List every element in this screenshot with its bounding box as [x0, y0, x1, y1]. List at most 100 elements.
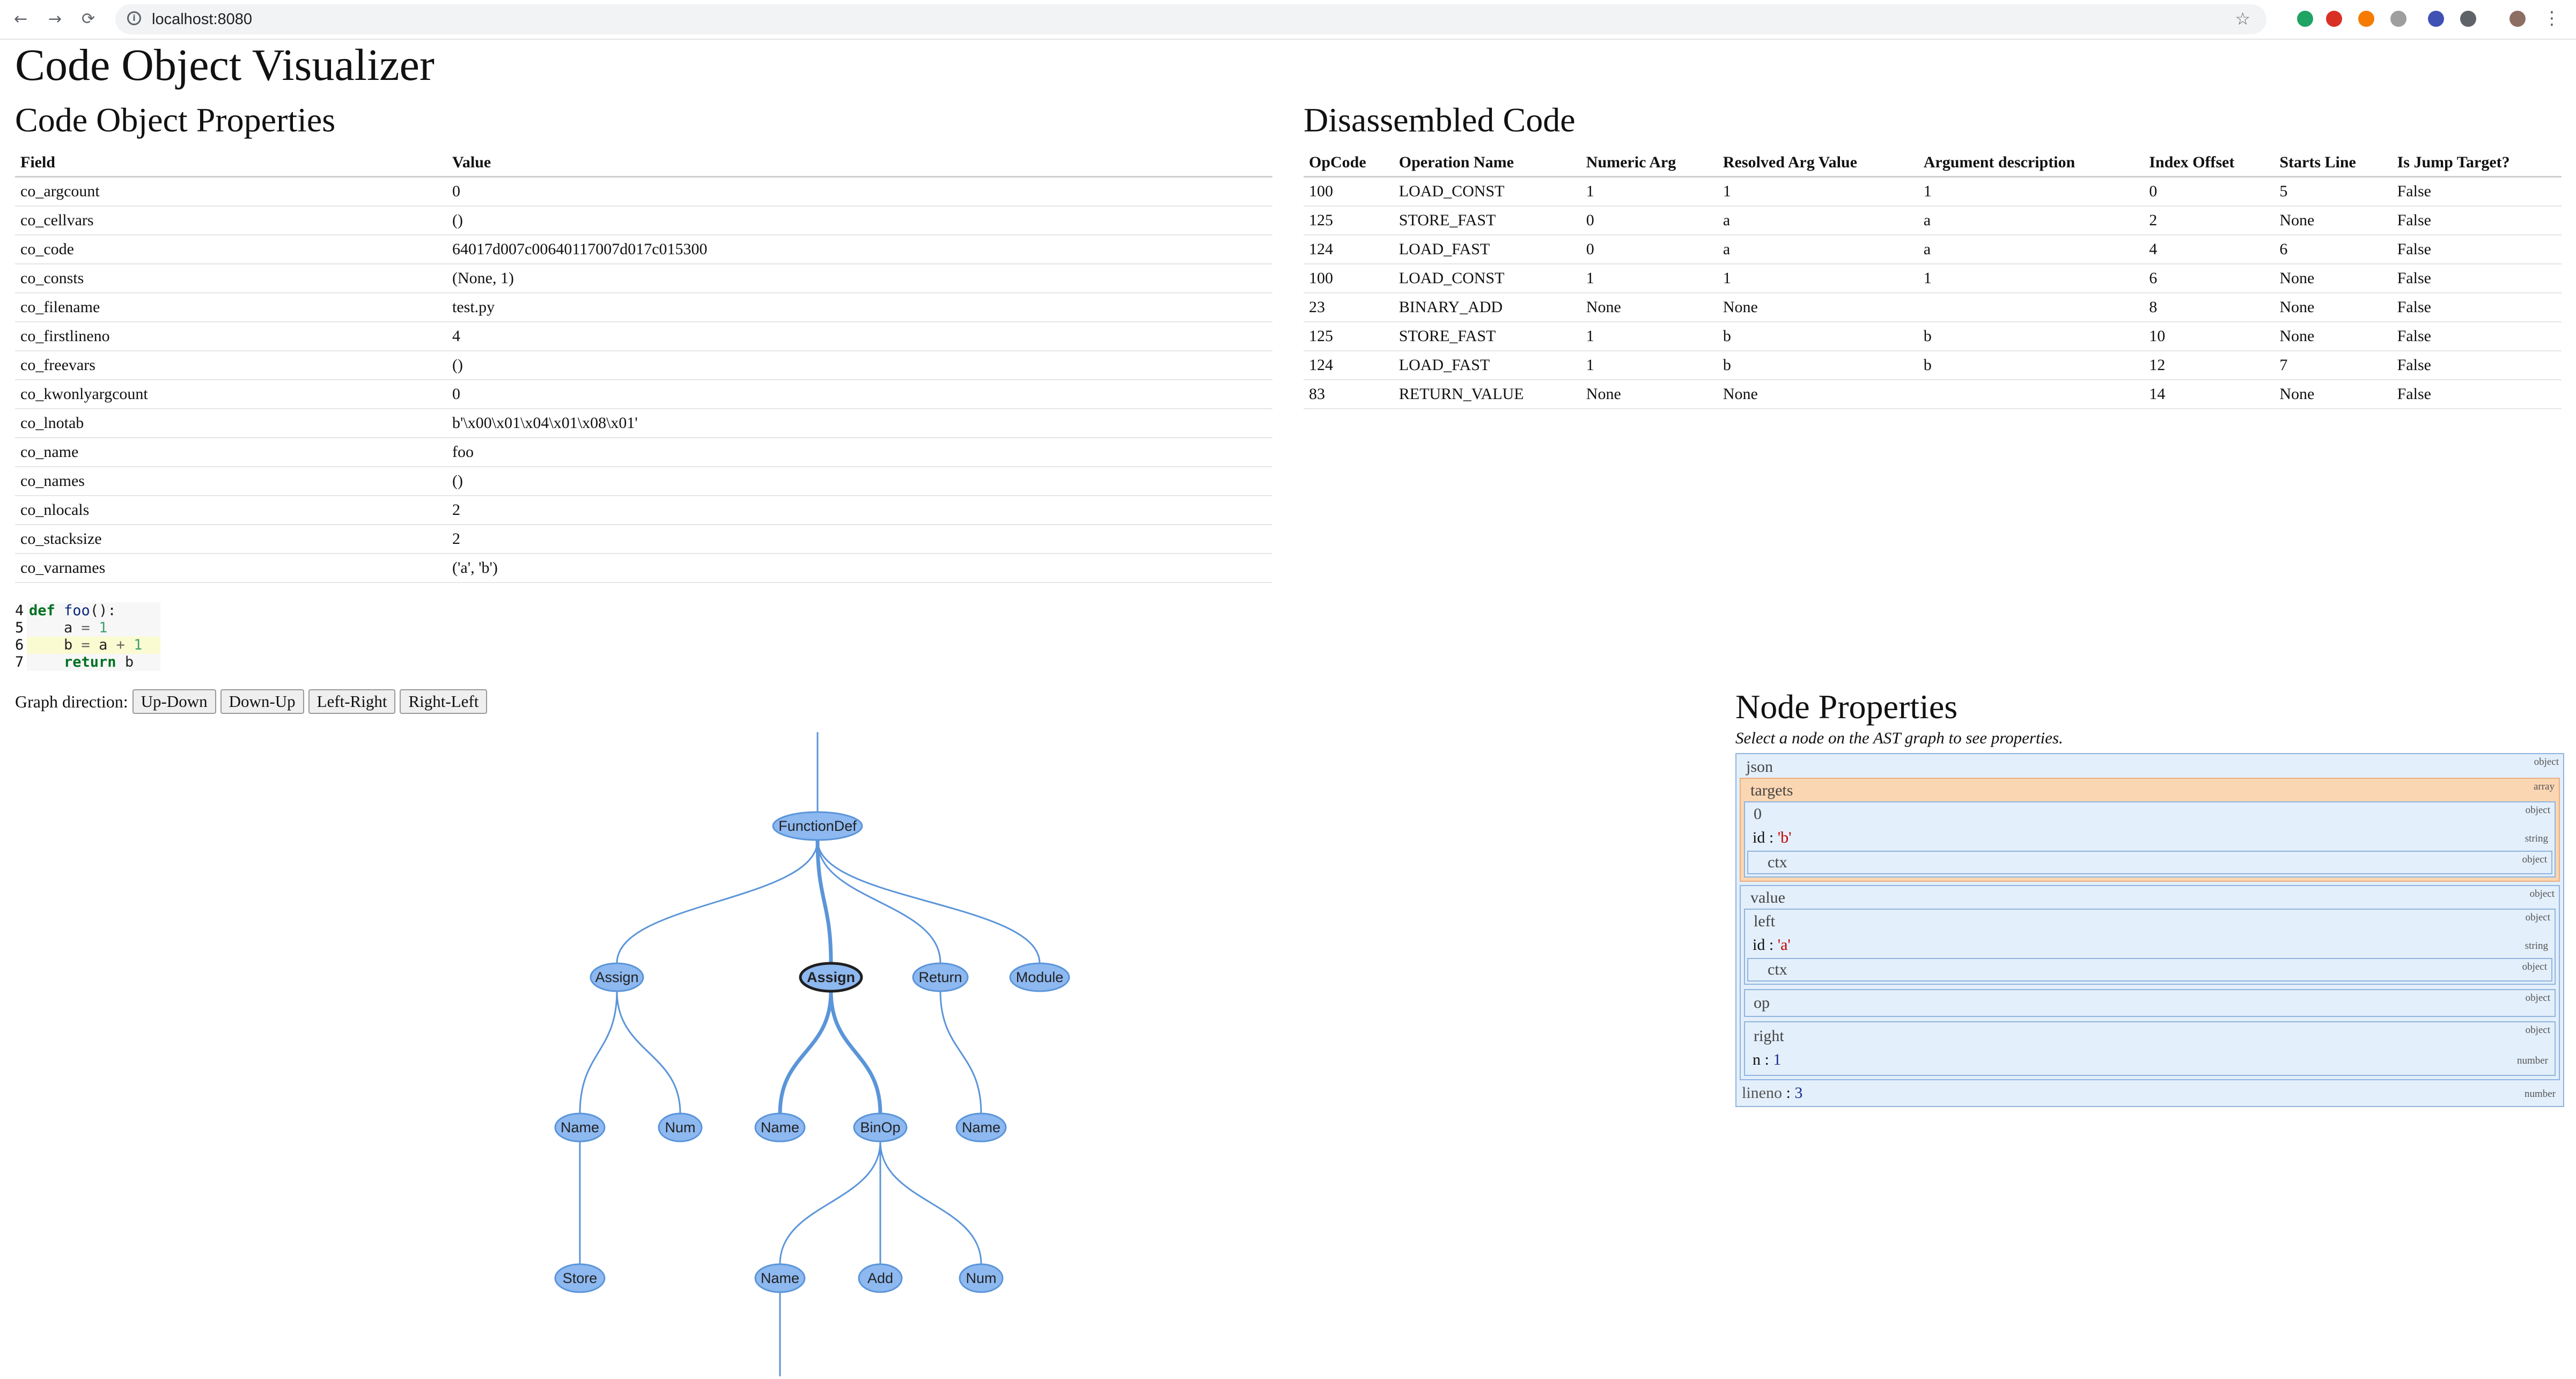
graph-node-shape[interactable]	[554, 1112, 606, 1142]
left-ctx-object[interactable]: ctx object	[1747, 958, 2552, 982]
graph-node-shape[interactable]	[554, 1263, 606, 1293]
table-cell: 125	[1304, 206, 1394, 235]
table-cell: 1	[1918, 264, 2144, 293]
table-cell: ()	[447, 206, 1272, 235]
graph-node-shape[interactable]	[955, 1112, 1007, 1142]
right-n-row: n : 1 number	[1747, 1047, 2552, 1073]
graph-node-functiondef[interactable]: FunctionDef	[772, 811, 863, 841]
table-cell: b	[1717, 322, 1918, 351]
extension-icon[interactable]	[2326, 11, 2342, 27]
targets-key: targets	[1750, 781, 1793, 799]
info-icon[interactable]: i	[127, 11, 141, 25]
table-cell: co_varnames	[15, 554, 447, 583]
up-down-button[interactable]: Up-Down	[132, 689, 216, 714]
right-object[interactable]: right object n : 1 number	[1744, 1021, 2556, 1076]
table-cell: 0	[447, 176, 1272, 207]
graph-node-name[interactable]: Name	[754, 1112, 806, 1142]
table-cell: 7	[2274, 351, 2392, 380]
back-icon[interactable]: ←	[14, 10, 28, 28]
graph-node-shape[interactable]	[754, 1263, 806, 1293]
extension-icon[interactable]	[2460, 11, 2476, 27]
graph-node-add[interactable]: Add	[858, 1263, 903, 1293]
extension-icon[interactable]	[2390, 11, 2406, 27]
graph-edge	[816, 839, 941, 964]
table-cell: False	[2391, 380, 2562, 409]
graph-node-name[interactable]: Name	[754, 1263, 806, 1293]
graph-node-shape[interactable]	[772, 811, 863, 841]
table-cell: b'\x00\x01\x04\x01\x08\x01'	[447, 409, 1272, 438]
graph-node-num[interactable]: Num	[959, 1263, 1004, 1293]
line-number: 7	[15, 654, 24, 670]
graph-node-num[interactable]: Num	[658, 1112, 703, 1142]
bookmark-star-icon[interactable]: ☆	[2235, 9, 2250, 29]
address-bar[interactable]: i localhost:8080 ☆	[115, 4, 2266, 34]
op-type: object	[2525, 992, 2550, 1004]
line-number: 4	[15, 602, 24, 619]
table-cell: 1	[1580, 351, 1718, 380]
table-cell: co_cellvars	[15, 206, 447, 235]
table-cell: b	[1918, 351, 2144, 380]
lineno-value: 3	[1794, 1084, 1803, 1102]
graph-node-shape[interactable]	[799, 962, 863, 993]
op-object[interactable]: op object	[1744, 989, 2556, 1017]
table-cell: 0	[2144, 176, 2275, 207]
graph-node-name[interactable]: Name	[955, 1112, 1007, 1142]
code-token: =	[81, 637, 90, 653]
graph-node-return[interactable]: Return	[912, 962, 969, 992]
browser-menu-icon[interactable]: ⋮	[2543, 8, 2561, 29]
table-cell: 4	[447, 322, 1272, 351]
extension-icon[interactable]	[2509, 11, 2526, 27]
graph-node-label: Name	[962, 1119, 1000, 1135]
targets-array[interactable]: targets array 0 object id : 'b' string c…	[1740, 778, 2560, 882]
graph-node-label: Name	[761, 1119, 799, 1135]
table-cell: 6	[2274, 235, 2392, 264]
right-left-button[interactable]: Right-Left	[400, 689, 488, 714]
left-object[interactable]: left object id : 'a' string ctx object	[1744, 909, 2556, 985]
extension-icon[interactable]	[2297, 11, 2313, 27]
left-key: left	[1754, 912, 1775, 930]
down-up-button[interactable]: Down-Up	[220, 689, 304, 714]
code-token: a	[90, 637, 116, 653]
graph-node-assign[interactable]: Assign	[590, 962, 644, 992]
table-cell: co_code	[15, 235, 447, 264]
graph-node-shape[interactable]	[658, 1112, 703, 1142]
graph-edge	[778, 991, 833, 1114]
table-cell: a	[1918, 206, 2144, 235]
address-url[interactable]: localhost:8080	[152, 11, 253, 28]
table-cell: STORE_FAST	[1393, 322, 1581, 351]
targets-item-0[interactable]: 0 object id : 'b' string ctx object	[1744, 801, 2556, 877]
json-root-object[interactable]: json object targets array 0 object id : …	[1735, 753, 2564, 1107]
graph-node-shape[interactable]	[853, 1112, 908, 1142]
graph-node-module[interactable]: Module	[1009, 962, 1070, 992]
reload-icon[interactable]: ⟳	[82, 10, 95, 28]
graph-node-assign[interactable]: Assign	[799, 962, 863, 993]
left-right-button[interactable]: Left-Right	[308, 689, 396, 714]
graph-direction-controls: Graph direction: Up-Down Down-Up Left-Ri…	[15, 689, 488, 714]
left-id-key: id	[1753, 936, 1765, 954]
graph-node-binop[interactable]: BinOp	[853, 1112, 908, 1142]
graph-node-shape[interactable]	[912, 962, 969, 992]
graph-node-name[interactable]: Name	[554, 1112, 606, 1142]
graph-node-shape[interactable]	[1009, 962, 1070, 992]
value-object[interactable]: value object left object id : 'a' string…	[1740, 885, 2560, 1080]
forward-icon[interactable]: →	[48, 10, 62, 28]
graph-node-shape[interactable]	[959, 1263, 1004, 1293]
targets-ctx-object[interactable]: ctx object	[1747, 851, 2552, 874]
table-cell: test.py	[447, 293, 1272, 322]
graph-node-shape[interactable]	[590, 962, 644, 992]
table-cell: LOAD_CONST	[1393, 176, 1581, 207]
extension-icon[interactable]	[2428, 11, 2444, 27]
left-ctx-key: ctx	[1768, 961, 1787, 978]
extension-icon[interactable]	[2358, 11, 2374, 27]
graph-node-shape[interactable]	[754, 1112, 806, 1142]
graph-edge	[815, 839, 833, 964]
table-cell: False	[2391, 176, 2562, 207]
table-cell: 12	[2144, 351, 2275, 380]
graph-node-store[interactable]: Store	[554, 1263, 606, 1293]
graph-node-label: BinOp	[860, 1119, 900, 1135]
table-cell: None	[2274, 293, 2392, 322]
graph-node-shape[interactable]	[858, 1263, 903, 1293]
